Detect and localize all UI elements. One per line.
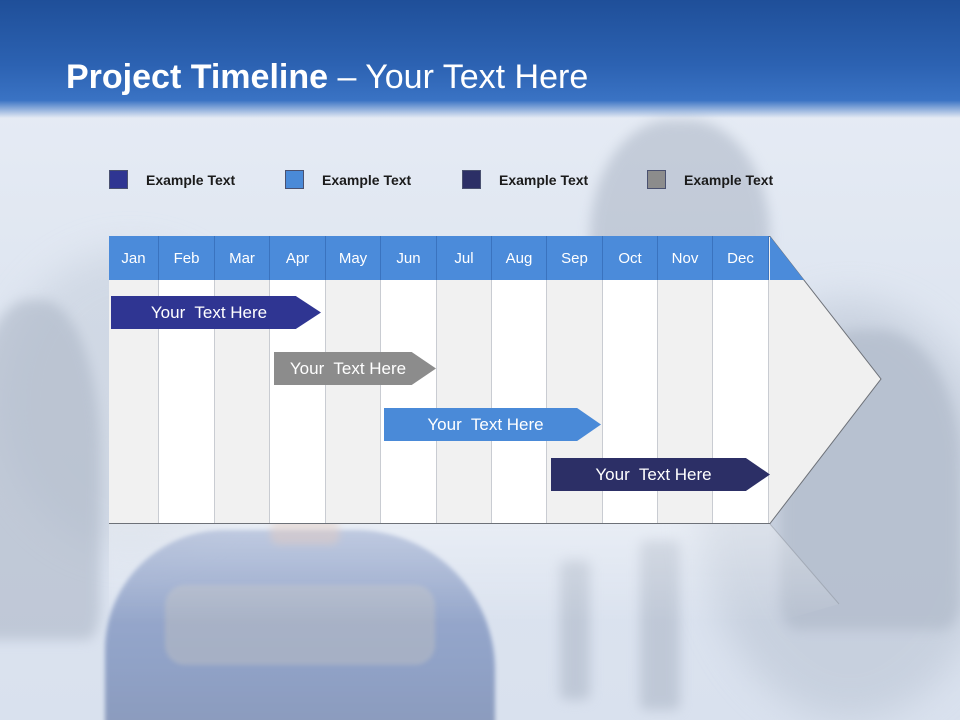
legend-label: Example Text — [684, 171, 774, 188]
legend-swatch — [285, 170, 304, 189]
task-label: Your Text Here — [289, 358, 407, 378]
legend-item: Example Text — [462, 170, 588, 189]
legend-swatch — [109, 170, 128, 189]
month-label-nov: Nov — [658, 236, 713, 280]
month-label-jan: Jan — [109, 236, 159, 280]
task-bar[interactable]: Your Text Here — [274, 352, 436, 385]
legend-label: Example Text — [499, 171, 589, 188]
month-column — [492, 280, 547, 523]
task-bar[interactable]: Your Text Here — [384, 408, 601, 441]
month-label-jun: Jun — [381, 236, 437, 280]
timeline-reflection — [109, 524, 840, 624]
legend: Example Text Example Text Example Text E… — [0, 170, 960, 200]
month-label-feb: Feb — [159, 236, 215, 280]
title-bar: Project Timeline – Your Text Here — [0, 0, 960, 118]
legend-item: Example Text — [109, 170, 235, 189]
month-label-sep: Sep — [547, 236, 603, 280]
month-label-dec: Dec — [713, 236, 769, 280]
month-column — [326, 280, 381, 523]
task-label: Your Text Here — [150, 302, 268, 322]
month-column — [381, 280, 437, 523]
legend-swatch — [462, 170, 481, 189]
task-label: Your Text Here — [427, 414, 544, 434]
month-column — [437, 280, 492, 523]
month-label-may: May — [326, 236, 381, 280]
month-label-aug: Aug — [492, 236, 547, 280]
month-label-oct: Oct — [603, 236, 658, 280]
legend-swatch — [647, 170, 666, 189]
month-label-apr: Apr — [270, 236, 326, 280]
month-label-mar: Mar — [215, 236, 270, 280]
month-label-jul: Jul — [437, 236, 492, 280]
legend-label: Example Text — [322, 171, 412, 188]
task-label: Your Text Here — [595, 464, 712, 484]
legend-item: Example Text — [647, 170, 773, 189]
task-bar[interactable]: Your Text Here — [111, 296, 321, 329]
title-bold-text: Project Timeline — [66, 58, 329, 96]
legend-item: Example Text — [285, 170, 411, 189]
task-bar[interactable]: Your Text Here — [551, 458, 770, 491]
legend-label: Example Text — [146, 171, 236, 188]
title-subtitle-text: – Your Text Here — [328, 58, 589, 96]
slide-title: Project Timeline – Your Text Here — [66, 58, 588, 97]
